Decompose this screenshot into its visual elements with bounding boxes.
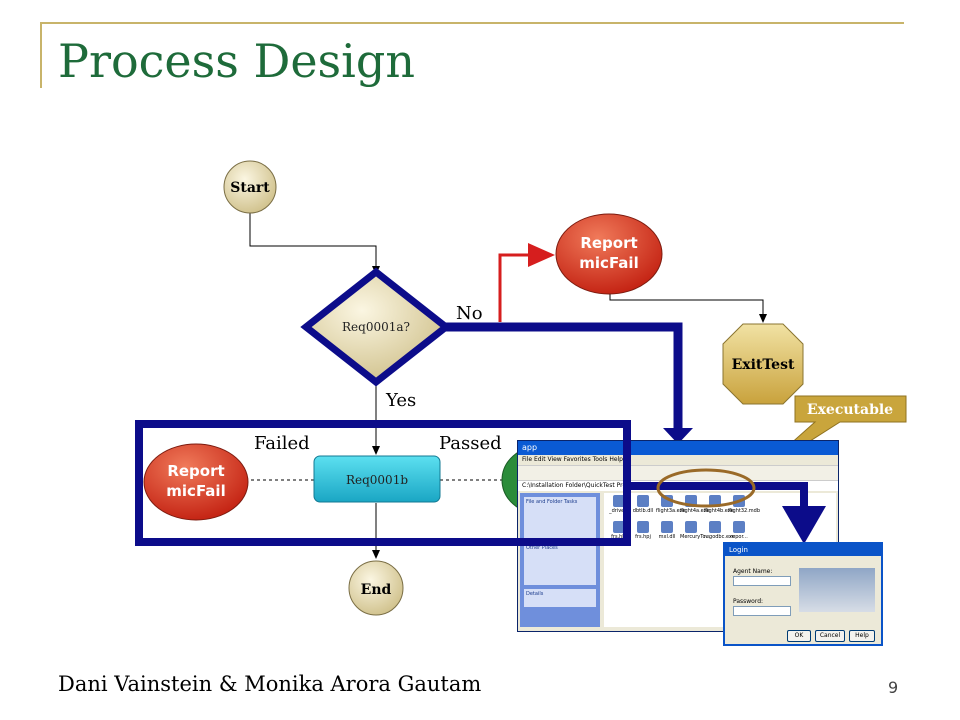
file-item: repor... [728, 521, 750, 543]
yes-label: Yes [385, 390, 416, 411]
highlight-arrowhead [663, 428, 693, 444]
file-name: regodbc.exe [704, 534, 735, 540]
password-field [733, 606, 791, 616]
file-name: mxl.dll [658, 534, 676, 540]
report-left-node [143, 443, 249, 521]
explorer-side-pane: File and Folder Tasks Other Places Detai… [520, 493, 600, 627]
exit-test-node [722, 323, 804, 405]
executable-highlight-ellipse [656, 468, 756, 508]
file-item: frs.hpj [632, 521, 654, 543]
report-top-node [555, 213, 663, 295]
title-frame-left [40, 22, 42, 88]
file-name: frs.hlp [611, 534, 627, 540]
file-item: dbtlb.dll [632, 495, 654, 517]
executable-label: Executable [807, 402, 893, 418]
cancel-button: Cancel [815, 630, 845, 642]
slide-title: Process Design [58, 34, 415, 88]
report-top-line2: micFail [579, 254, 638, 272]
file-item: frs.hlp [608, 521, 630, 543]
agent-name-label: Agent Name: [733, 568, 773, 575]
end-label: End [361, 582, 392, 598]
help-button: Help [849, 630, 875, 642]
report-left-line1: Report [167, 462, 224, 480]
login-dialog-screenshot: Login Agent Name: Password: OK Cancel He… [723, 542, 883, 646]
failed-label: Failed [254, 433, 310, 454]
end-node [348, 560, 404, 616]
file-name: flight3a.exe [656, 508, 686, 514]
airplane-image [799, 568, 875, 612]
side-panel-places: Other Places [524, 543, 596, 585]
file-icon [709, 521, 721, 533]
footer-author: Dani Vainstein & Monika Arora Gautam [58, 672, 482, 696]
file-item: MercuryTo... [680, 521, 710, 543]
highlight-arrowhead-overlay [782, 506, 826, 544]
explorer-menu: File Edit View Favorites Tools Help [522, 456, 623, 463]
file-item: regodbc.exe [704, 521, 735, 543]
agent-name-field [733, 576, 791, 586]
no-branch-edge [498, 243, 555, 322]
password-label: Password: [733, 598, 764, 605]
file-icon [733, 521, 745, 533]
page-number: 9 [888, 678, 899, 697]
report-left-line2: micFail [166, 482, 225, 500]
file-item: mxl.dll [656, 521, 678, 543]
file-name: MercuryTo... [680, 534, 711, 540]
file-name: repor... [730, 534, 748, 540]
plane-icon [685, 521, 697, 533]
decision-label: Req0001a? [342, 320, 410, 334]
file-icon [613, 495, 625, 507]
title-frame-top [40, 22, 904, 24]
file-name: _drivers [609, 508, 629, 514]
file-name: flight4a.exe [680, 508, 710, 514]
file-icon [661, 521, 673, 533]
file-name: flight32.mdb [728, 508, 761, 514]
passed-label: Passed [439, 433, 502, 454]
exit-test-label: ExitTest [732, 357, 795, 373]
file-name: flight4b.exe [704, 508, 734, 514]
report-top-line1: Report [580, 234, 637, 252]
no-label: No [456, 303, 483, 324]
highlight-path [446, 322, 683, 432]
req-b-node [313, 455, 441, 503]
highlight-connector-overlay [627, 482, 808, 512]
help-file-icon [613, 521, 625, 533]
req-b-label: Req0001b [346, 473, 408, 487]
help-file-icon [637, 521, 649, 533]
ok-button: OK [787, 630, 811, 642]
file-name: dbtlb.dll [632, 508, 654, 514]
start-to-decision-edge [249, 212, 380, 275]
login-title: Login [725, 544, 881, 556]
file-icon [637, 495, 649, 507]
file-name: frs.hpj [635, 534, 651, 540]
file-item: _drivers [608, 495, 630, 517]
highlight-box-overlay [135, 420, 631, 546]
side-panel-details: Details [524, 589, 596, 607]
start-node [223, 160, 277, 214]
start-label: Start [230, 180, 270, 196]
explorer-title: app [518, 441, 838, 455]
side-panel-tasks: File and Folder Tasks [524, 497, 596, 539]
decision-node [300, 267, 452, 387]
